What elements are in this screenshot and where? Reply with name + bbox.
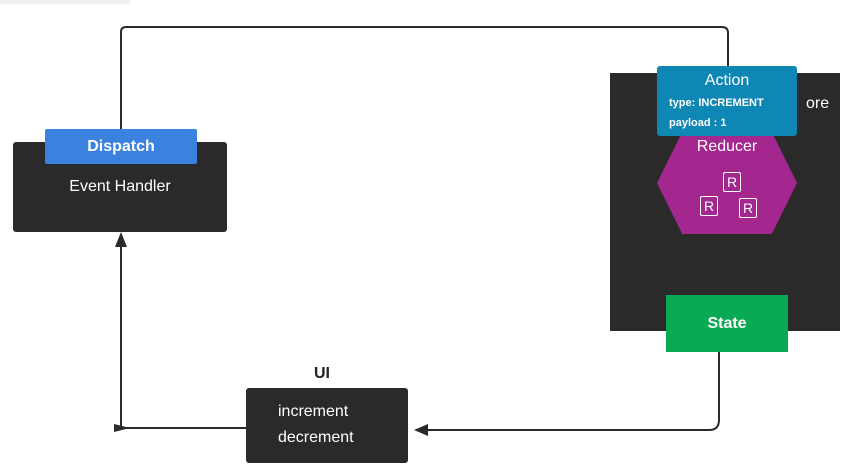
- action-payload-line: payload : 1: [669, 117, 727, 129]
- event-handler-label: Event Handler: [69, 178, 171, 195]
- ui-decrement-line: decrement: [278, 429, 354, 446]
- action-type-line: type: INCREMENT: [669, 97, 764, 109]
- wire-state-to-ui: [416, 352, 720, 431]
- wire-dispatch-to-action: [120, 26, 729, 142]
- reducer-r-icon: R: [739, 198, 757, 218]
- action-title: Action: [704, 72, 750, 89]
- reducer-hexagon: Reducer R R R: [657, 132, 797, 234]
- reducer-r-icon: R: [723, 172, 741, 192]
- ui-box: increment decrement: [246, 388, 408, 463]
- arrowhead-left-end: [114, 424, 130, 432]
- reducer-r-icon: R: [700, 196, 718, 216]
- dispatch-badge: Dispatch: [45, 129, 197, 164]
- wire-ui-to-event-handler: [120, 240, 246, 429]
- top-edge-shadow: [0, 0, 130, 4]
- state-box: State: [666, 295, 788, 352]
- ui-increment-line: increment: [278, 403, 349, 420]
- arrowhead-into-event-handler: [115, 232, 127, 247]
- ui-label: UI: [314, 365, 330, 382]
- arrowhead-into-ui: [414, 424, 428, 436]
- event-handler-box: Event Handler: [13, 142, 227, 232]
- action-card: Action type: INCREMENT payload : 1: [657, 66, 797, 136]
- reducer-label: Reducer: [696, 138, 758, 155]
- store-label: ore: [806, 95, 830, 112]
